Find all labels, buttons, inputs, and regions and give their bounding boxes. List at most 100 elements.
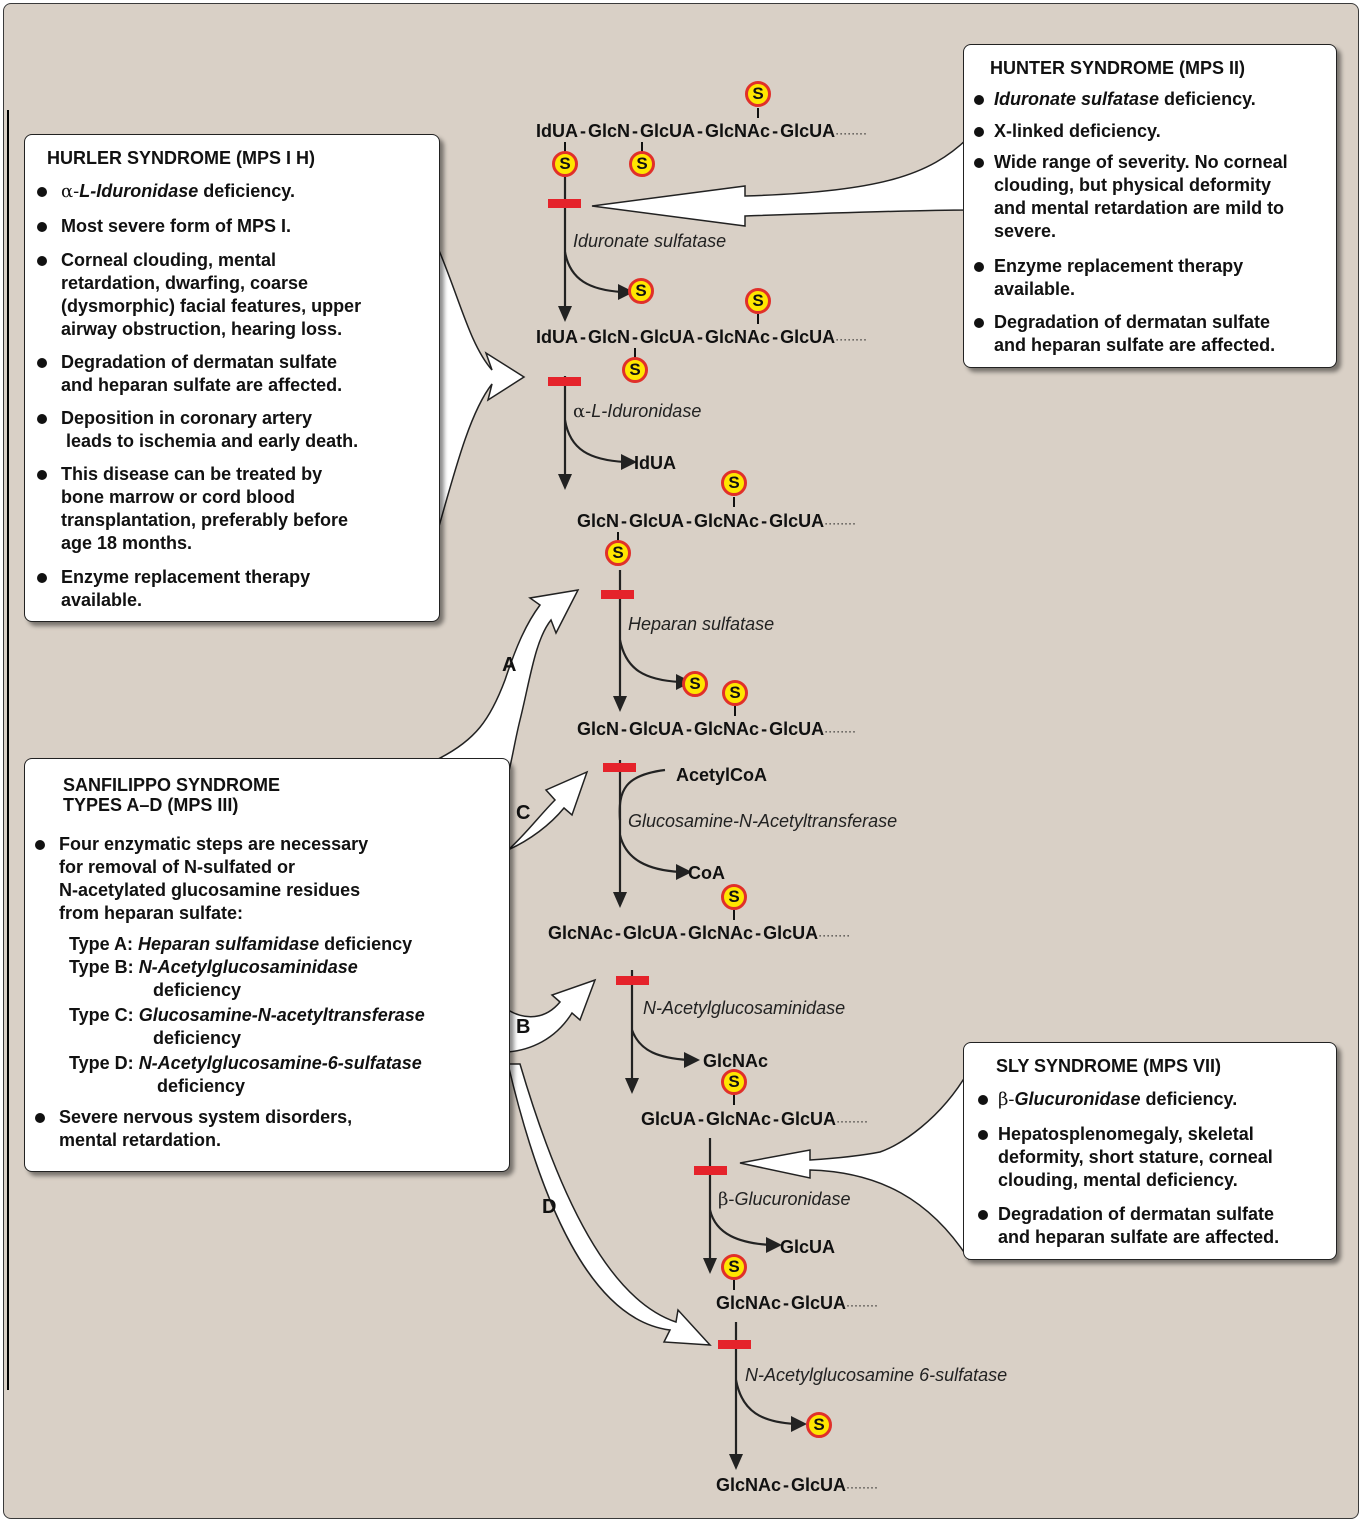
sanfilippo-arrow-c <box>507 770 589 851</box>
hunter-bullet-3-line-3: and mental retardation are mild to <box>994 198 1285 218</box>
sanfilippo-arrow-b <box>507 978 597 1053</box>
sanfilippo-type-b: Type B: N-Acetylglucosaminidase <box>69 957 358 977</box>
sulfate-badge: S <box>628 278 654 304</box>
hunter-bullet-5-line-2: and heparan sulfate are affected. <box>994 335 1276 355</box>
sanfilippo-bullet-2-line-1: Severe nervous system disorders, <box>59 1107 353 1127</box>
hurler-bullet-6-line-1: This disease can be treated by <box>61 464 323 484</box>
sanfilippo-bullet-1-line-4: from heparan sulfate: <box>59 903 244 923</box>
product-coa: CoA <box>688 863 725 883</box>
product-glcnac: GlcNAc <box>703 1051 769 1071</box>
hurler-bullet-3-line-3: (dysmorphic) facial features, upper <box>61 296 362 316</box>
sly-box: SLY SYNDROME (MPS VII) β-Glucuronidase d… <box>963 1042 1337 1260</box>
bond-tick <box>757 108 759 118</box>
enzyme-block-bar <box>616 976 649 985</box>
chain-3: GlcN-GlcUA-GlcNAc-GlcUA········ <box>577 511 857 531</box>
hurler-bullet-6-line-3: transplantation, preferably before <box>61 510 349 530</box>
bullet <box>35 1113 45 1123</box>
enzyme-glucuronidase: β-Glucuronidase <box>718 1189 851 1210</box>
sulfate-badge: S <box>806 1412 832 1438</box>
sanfilippo-arrow-a <box>437 589 580 776</box>
sulfate-badge: S <box>629 151 655 177</box>
sly-bullet-3-line-2: and heparan sulfate are affected. <box>998 1227 1280 1247</box>
enzyme-heparan-sulfatase: Heparan sulfatase <box>628 614 775 634</box>
bullet <box>978 1130 988 1140</box>
sanfilippo-box: SANFILIPPO SYNDROME TYPES A–D (MPS III) … <box>24 758 510 1172</box>
product-acetylcoa: AcetylCoA <box>676 765 768 785</box>
bond-tick <box>733 497 735 507</box>
hunter-bullet-4-line-1: Enzyme replacement therapy <box>994 256 1244 276</box>
enzyme-n-acetylglucosamine-6-sulfatase: N-Acetylglucosamine 6-sulfatase <box>745 1365 1008 1385</box>
hurler-bullet-7-line-1: Enzyme replacement therapy <box>61 567 311 587</box>
sanfilippo-letter-b: B <box>516 1016 531 1038</box>
hunter-bullet-2: X-linked deficiency. <box>994 121 1161 141</box>
enzyme-block-bar <box>548 377 581 386</box>
sanfilippo-letter-d: D <box>542 1196 557 1218</box>
sanfilippo-arrow-d <box>507 1063 712 1346</box>
enzyme-block-bar <box>601 590 634 599</box>
hurler-bullet-6-line-4: age 18 months. <box>61 533 193 553</box>
hurler-callout-arrow <box>437 247 526 531</box>
sanfilippo-type-c: Type C: Glucosamine-N-acetyltransferase <box>69 1005 425 1025</box>
hunter-callout-arrow <box>591 136 969 227</box>
hurler-bullet-3-line-4: airway obstruction, hearing loss. <box>61 319 343 339</box>
bullet <box>974 262 984 272</box>
sulfate-badge: S <box>552 151 578 177</box>
sanfilippo-title-line-2: TYPES A–D (MPS III) <box>63 795 239 815</box>
enzyme-iduronate-sulfatase: Iduronate sulfatase <box>573 231 727 251</box>
bond-tick <box>564 142 566 152</box>
sanfilippo-letter-c: C <box>516 802 531 824</box>
sulfate-badge: S <box>745 81 771 107</box>
bond-tick <box>634 348 636 358</box>
sanfilippo-title-line-1: SANFILIPPO SYNDROME <box>63 775 281 795</box>
sanfilippo-type-b-rest: deficiency <box>153 980 242 1000</box>
sulfate-badge: S <box>721 470 747 496</box>
hurler-bullet-2: Most severe form of MPS I. <box>61 216 292 236</box>
sulfate-badge: S <box>605 540 631 566</box>
product-glcua: GlcUA <box>780 1237 836 1257</box>
hunter-bullet-3-line-1: Wide range of severity. No corneal <box>994 152 1288 172</box>
sanfilippo-type-a: Type A: Heparan sulfamidase deficiency <box>69 934 413 954</box>
product-idua: IdUA <box>634 453 676 473</box>
hunter-bullet-3-line-4: severe. <box>994 221 1057 241</box>
bullet <box>37 222 47 232</box>
hunter-bullet-5-line-1: Degradation of dermatan sulfate <box>994 312 1271 332</box>
sulfate-badge: S <box>721 1254 747 1280</box>
hunter-bullet-1: Iduronate sulfatase deficiency. <box>994 89 1256 109</box>
hurler-bullet-4-line-2: and heparan sulfate are affected. <box>61 375 343 395</box>
chain-7: GlcNAc-GlcUA········ <box>716 1293 879 1313</box>
sanfilippo-bullet-1-line-3: N-acetylated glucosamine residues <box>59 880 361 900</box>
hurler-bullet-7-line-2: available. <box>61 590 143 610</box>
chain-6: GlcUA-GlcNAc-GlcUA········ <box>641 1109 869 1129</box>
bond-tick <box>733 1095 735 1105</box>
enzyme-block-bar <box>694 1166 727 1175</box>
enzyme-block-bar <box>548 199 581 208</box>
hurler-bullet-3-line-1: Corneal clouding, mental <box>61 250 277 270</box>
chain-5: GlcNAc-GlcUA-GlcNAc-GlcUA········ <box>548 923 851 943</box>
bond-tick <box>734 706 736 716</box>
sanfilippo-type-d-rest: deficiency <box>157 1076 246 1096</box>
hurler-bullet-5-line-1: Deposition in coronary artery <box>61 408 313 428</box>
sly-bullet-1: β-Glucuronidase deficiency. <box>998 1089 1238 1110</box>
sanfilippo-bullet-1-line-1: Four enzymatic steps are necessary <box>59 834 369 854</box>
chain-2: IdUA-GlcN-GlcUA-GlcNAc-GlcUA········ <box>536 327 868 347</box>
sanfilippo-type-d: Type D: N-Acetylglucosamine-6-sulfatase <box>69 1053 422 1073</box>
hunter-bullet-4-line-2: available. <box>994 279 1076 299</box>
sly-bullet-2-line-2: deformity, short stature, corneal <box>998 1147 1273 1167</box>
bullet <box>978 1095 988 1105</box>
sulfate-badge: S <box>721 884 747 910</box>
enzyme-block-bar <box>718 1340 751 1349</box>
page-edge-line <box>7 110 9 1390</box>
hurler-bullet-4-line-1: Degradation of dermatan sulfate <box>61 352 338 372</box>
bond-tick <box>641 142 643 152</box>
bullet <box>978 1210 988 1220</box>
bullet <box>37 573 47 583</box>
sulfate-badge: S <box>745 288 771 314</box>
bullet <box>37 414 47 424</box>
sly-bullet-2-line-3: clouding, mental deficiency. <box>998 1170 1238 1190</box>
hurler-title: HURLER SYNDROME (MPS I H) <box>47 148 316 168</box>
enzyme-block-bar <box>603 763 636 772</box>
hurler-bullet-3-line-2: retardation, dwarfing, coarse <box>61 273 309 293</box>
bullet <box>37 470 47 480</box>
